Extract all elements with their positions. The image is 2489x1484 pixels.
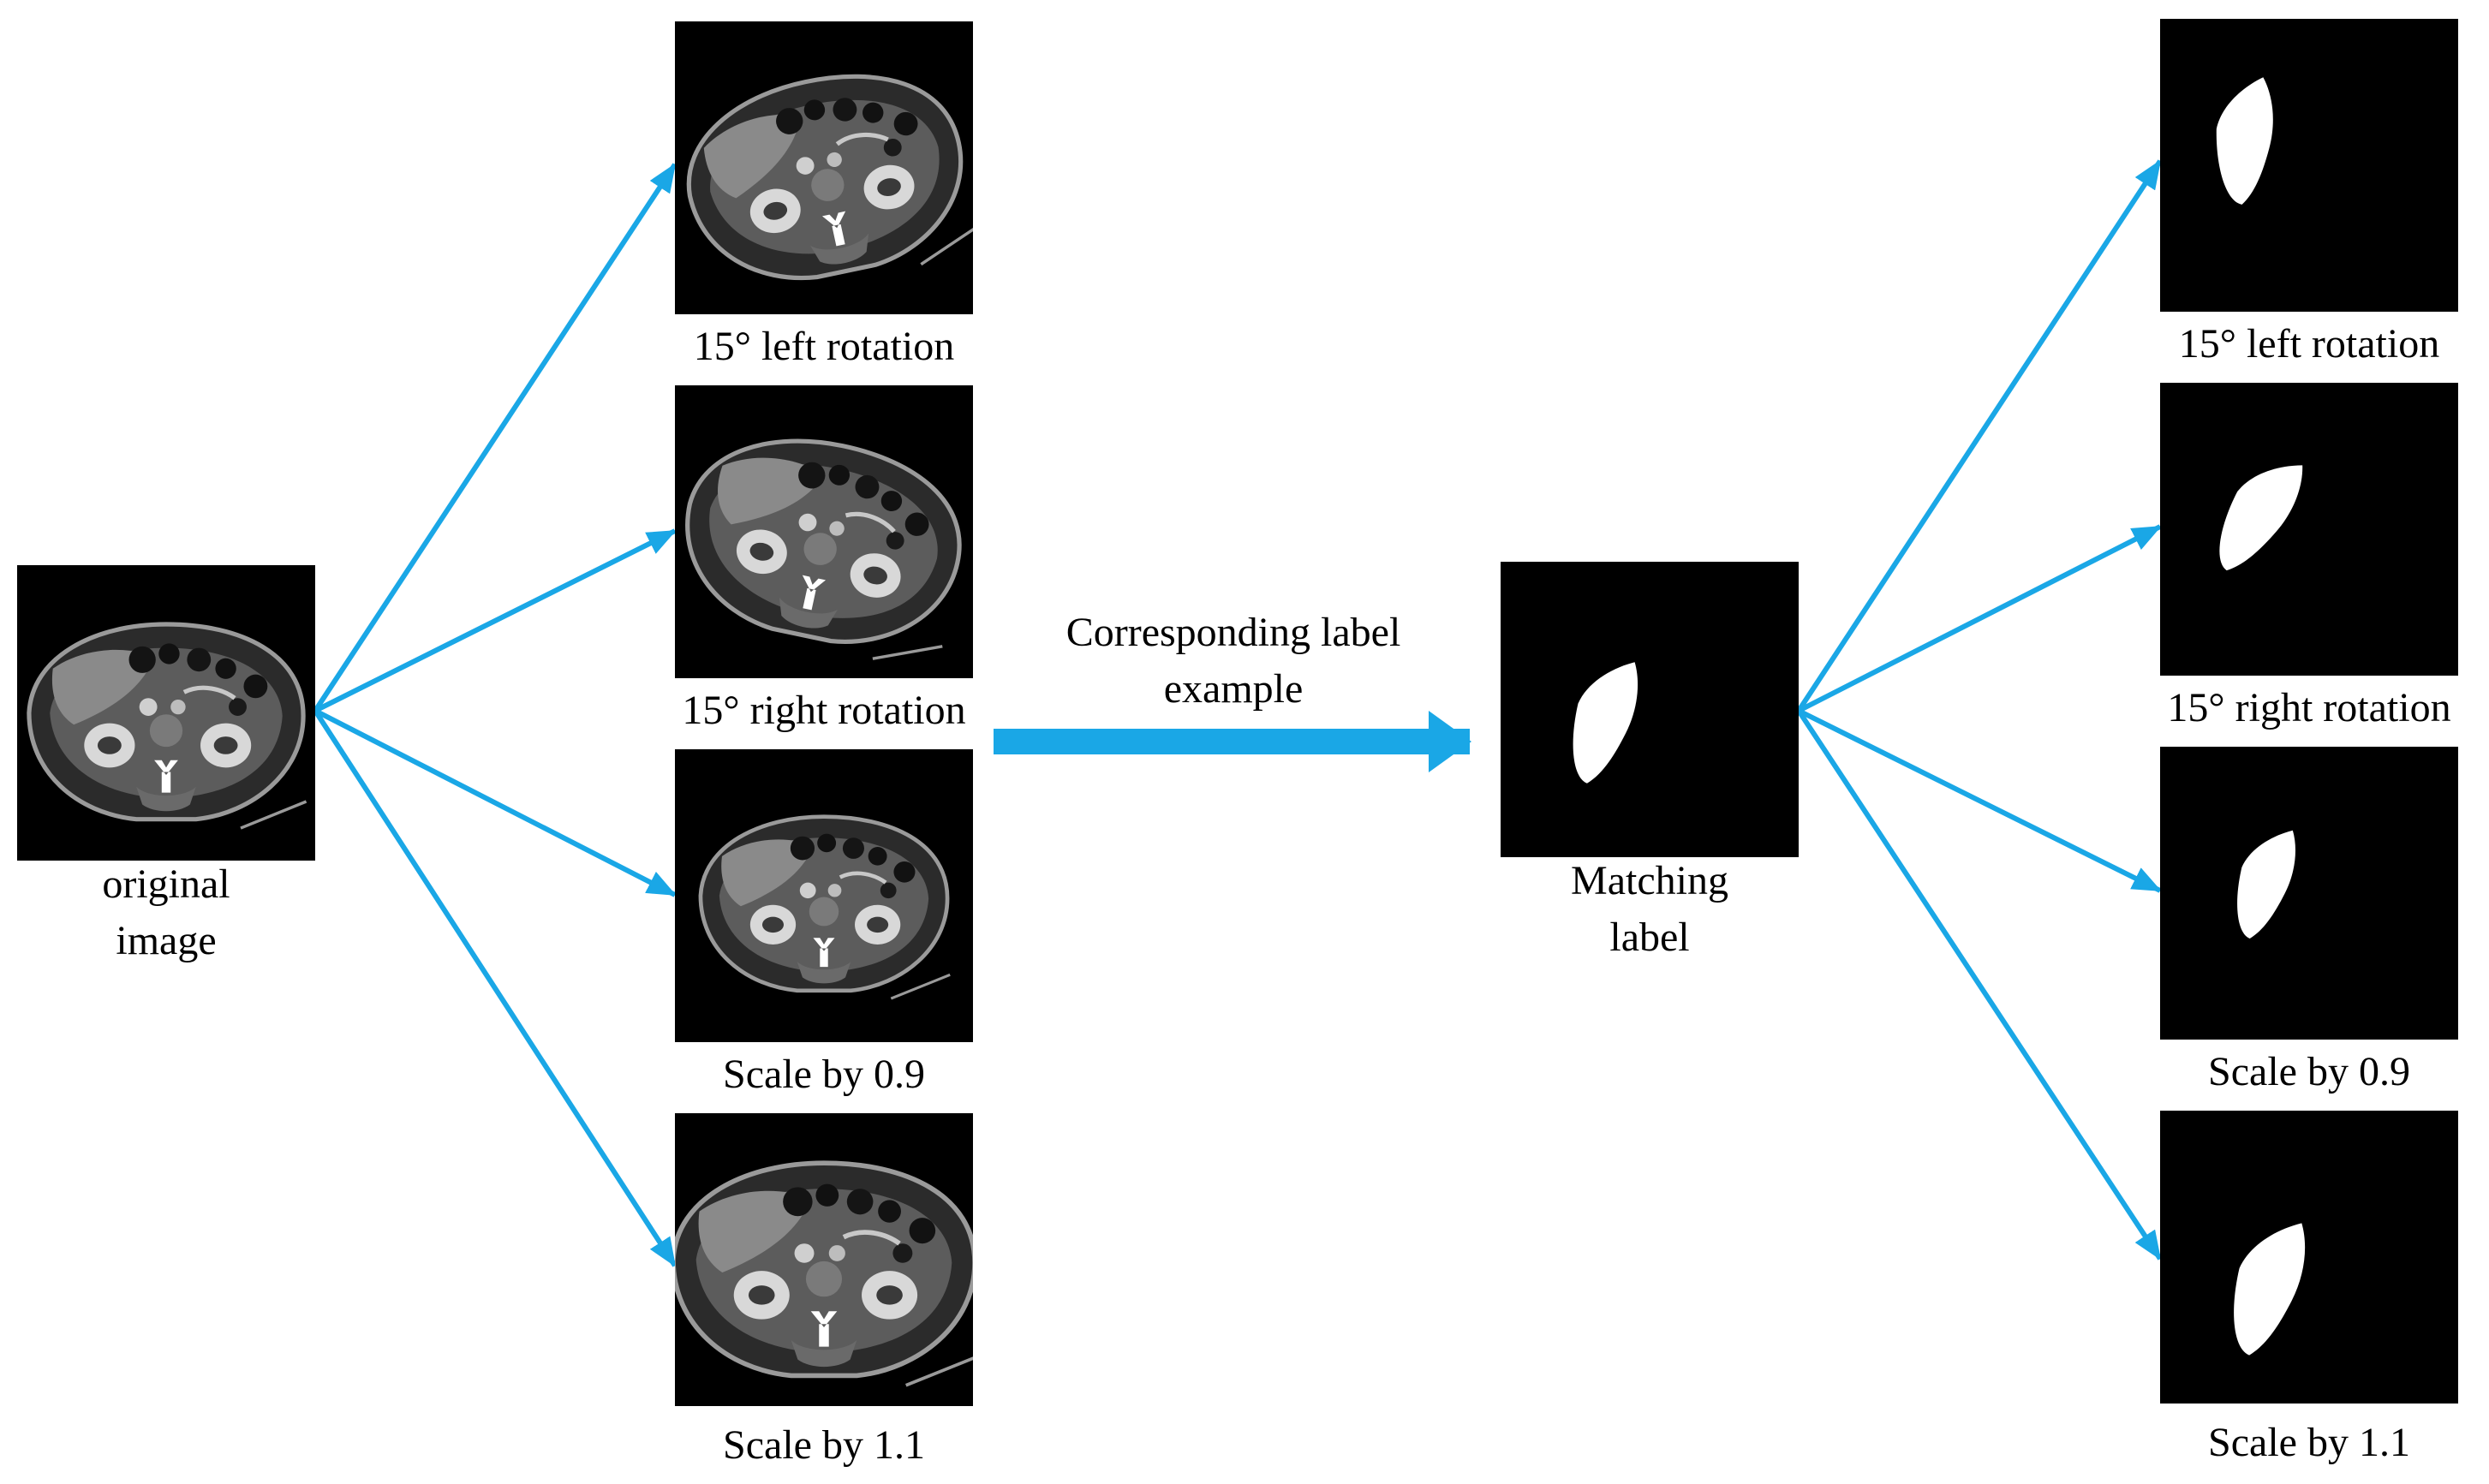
organ-mask-image [1501,562,1799,857]
caption-left-rotation-image: 15° left rotation [693,324,955,369]
augmented-label-scale-1-1 [2160,1111,2458,1404]
transfer-caption: Corresponding label example [968,605,1499,718]
matching-label-caption: Matching label [1521,853,1778,966]
ct-scan-image [675,21,973,314]
caption-left-rotation-label: 15° left rotation [2178,321,2440,367]
arrow-to-scale-1-1-image [313,709,677,1267]
arrow-to-scale-0-9-label [1797,708,2162,893]
transfer-caption-line1: Corresponding label [1065,610,1401,655]
augmented-image-scale-0-9 [675,749,973,1042]
augmented-label-right-rotation [2160,383,2458,676]
augmented-image-left-rotation [675,21,973,314]
ct-scan-image [675,1113,973,1406]
transfer-caption-line2: example [1163,666,1304,712]
arrow-to-right-rotation-image [313,528,677,713]
augmented-label-scale-0-9 [2160,747,2458,1040]
organ-mask-image [2160,383,2458,676]
organ-mask-image [2160,1113,2458,1404]
caption-scale-1-1-image: Scale by 1.1 [723,1422,925,1468]
arrow-to-right-rotation-label [1797,524,2162,713]
caption-scale-0-9-label: Scale by 0.9 [2208,1049,2410,1094]
arrow-to-left-rotation-label [1796,159,2163,712]
original-image-caption: original image [38,856,295,969]
organ-mask-image [2171,747,2441,1004]
caption-scale-0-9-image: Scale by 0.9 [723,1052,925,1097]
original-caption-line2: image [116,918,217,963]
organ-mask-image [2160,19,2458,295]
caption-right-rotation-label: 15° right rotation [2167,685,2451,730]
arrow-to-scale-0-9-image [313,708,677,897]
matching-caption-line2: label [1609,915,1690,960]
caption-right-rotation-image: 15° right rotation [682,688,966,733]
augmented-image-scale-1-1 [675,1113,973,1406]
arrow-to-scale-1-1-label [1796,709,2163,1261]
original-caption-line1: original [102,861,230,907]
matching-caption-line1: Matching [1571,858,1728,903]
ct-scan-image [675,749,973,1042]
ct-scan-image [675,385,973,678]
arrow-to-left-rotation-image [313,163,677,712]
caption-scale-1-1-label: Scale by 1.1 [2208,1420,2410,1465]
ct-scan-image [17,565,315,861]
original-ct-image [17,565,315,861]
matching-label-image [1501,562,1799,857]
augmented-image-right-rotation [675,385,973,678]
augmented-label-left-rotation [2160,19,2458,312]
